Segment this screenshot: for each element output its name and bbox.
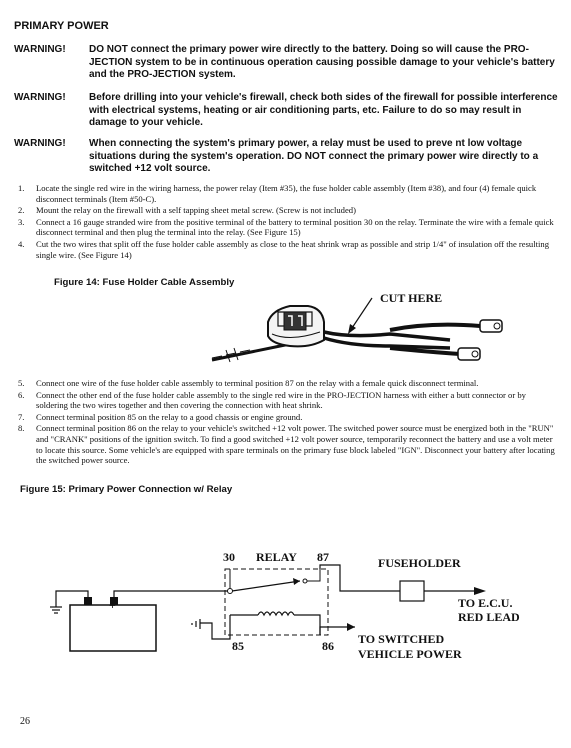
switched-label-line2: VEHICLE POWER: [358, 647, 462, 661]
list-item: 8.Connect terminal position 86 on the re…: [18, 423, 555, 466]
warning-text: When connecting the system's primary pow…: [89, 138, 539, 174]
list-item: 6.Connect the other end of the fuse hold…: [18, 389, 526, 411]
page-heading: PRIMARY POWER: [14, 20, 109, 32]
warning-text: DO NOT connect the primary power wire di…: [89, 44, 555, 80]
list-item: 4.Cut the two wires that split off the f…: [18, 238, 549, 260]
ecu-label-line2: RED LEAD: [458, 610, 520, 624]
steps-list-second: 5.Connect one wire of the fuse holder ca…: [14, 378, 559, 467]
figure14-title: Figure 14: Fuse Holder Cable Assembly: [54, 277, 235, 288]
steps-list-first: 1.Locate the single red wire in the wiri…: [14, 183, 559, 261]
list-item: 2.Mount the relay on the firewall with a…: [18, 205, 356, 216]
ground-icon: [191, 619, 201, 629]
svg-text:+: +: [109, 598, 116, 612]
warning-label: WARNING!: [14, 92, 66, 103]
fuseholder-icon: [399, 580, 425, 602]
switched-label-line1: TO SWITCHED: [358, 632, 444, 646]
fuse-holder-icon: [267, 305, 325, 348]
relay-wiring-diagram: 30 RELAY 87 FUSEHOLDER 85 86 TO E.C.U. R…: [50, 550, 520, 661]
ecu-label-line1: TO E.C.U.: [458, 596, 512, 610]
warning-label: WARNING!: [14, 138, 66, 149]
terminal-86-label: 86: [322, 639, 334, 653]
page-number: 26: [20, 716, 30, 727]
list-item: 3.Connect a 16 gauge stranded wire from …: [18, 216, 554, 238]
figure15-title: Figure 15: Primary Power Connection w/ R…: [20, 484, 233, 495]
battery-icon: − +: [69, 597, 157, 652]
fuseholder-label: FUSEHOLDER: [378, 556, 461, 570]
list-item: 5.Connect one wire of the fuse holder ca…: [18, 378, 479, 388]
svg-text:−: −: [83, 598, 90, 612]
cut-here-label: CUT HERE: [380, 291, 442, 305]
ground-icon: [50, 606, 62, 614]
relay-label: RELAY: [256, 550, 297, 564]
warning-label: WARNING!: [14, 44, 66, 55]
warning-text: Before drilling into your vehicle's fire…: [89, 92, 558, 128]
terminal-30-label: 30: [223, 550, 235, 564]
terminal-85-label: 85: [232, 639, 244, 653]
terminal-87-label: 87: [317, 550, 329, 564]
fuse-holder-diagram: CUT HERE: [211, 291, 503, 363]
list-item: 7.Connect terminal position 85 on the re…: [18, 411, 303, 422]
list-item: 1.Locate the single red wire in the wiri…: [18, 183, 537, 204]
